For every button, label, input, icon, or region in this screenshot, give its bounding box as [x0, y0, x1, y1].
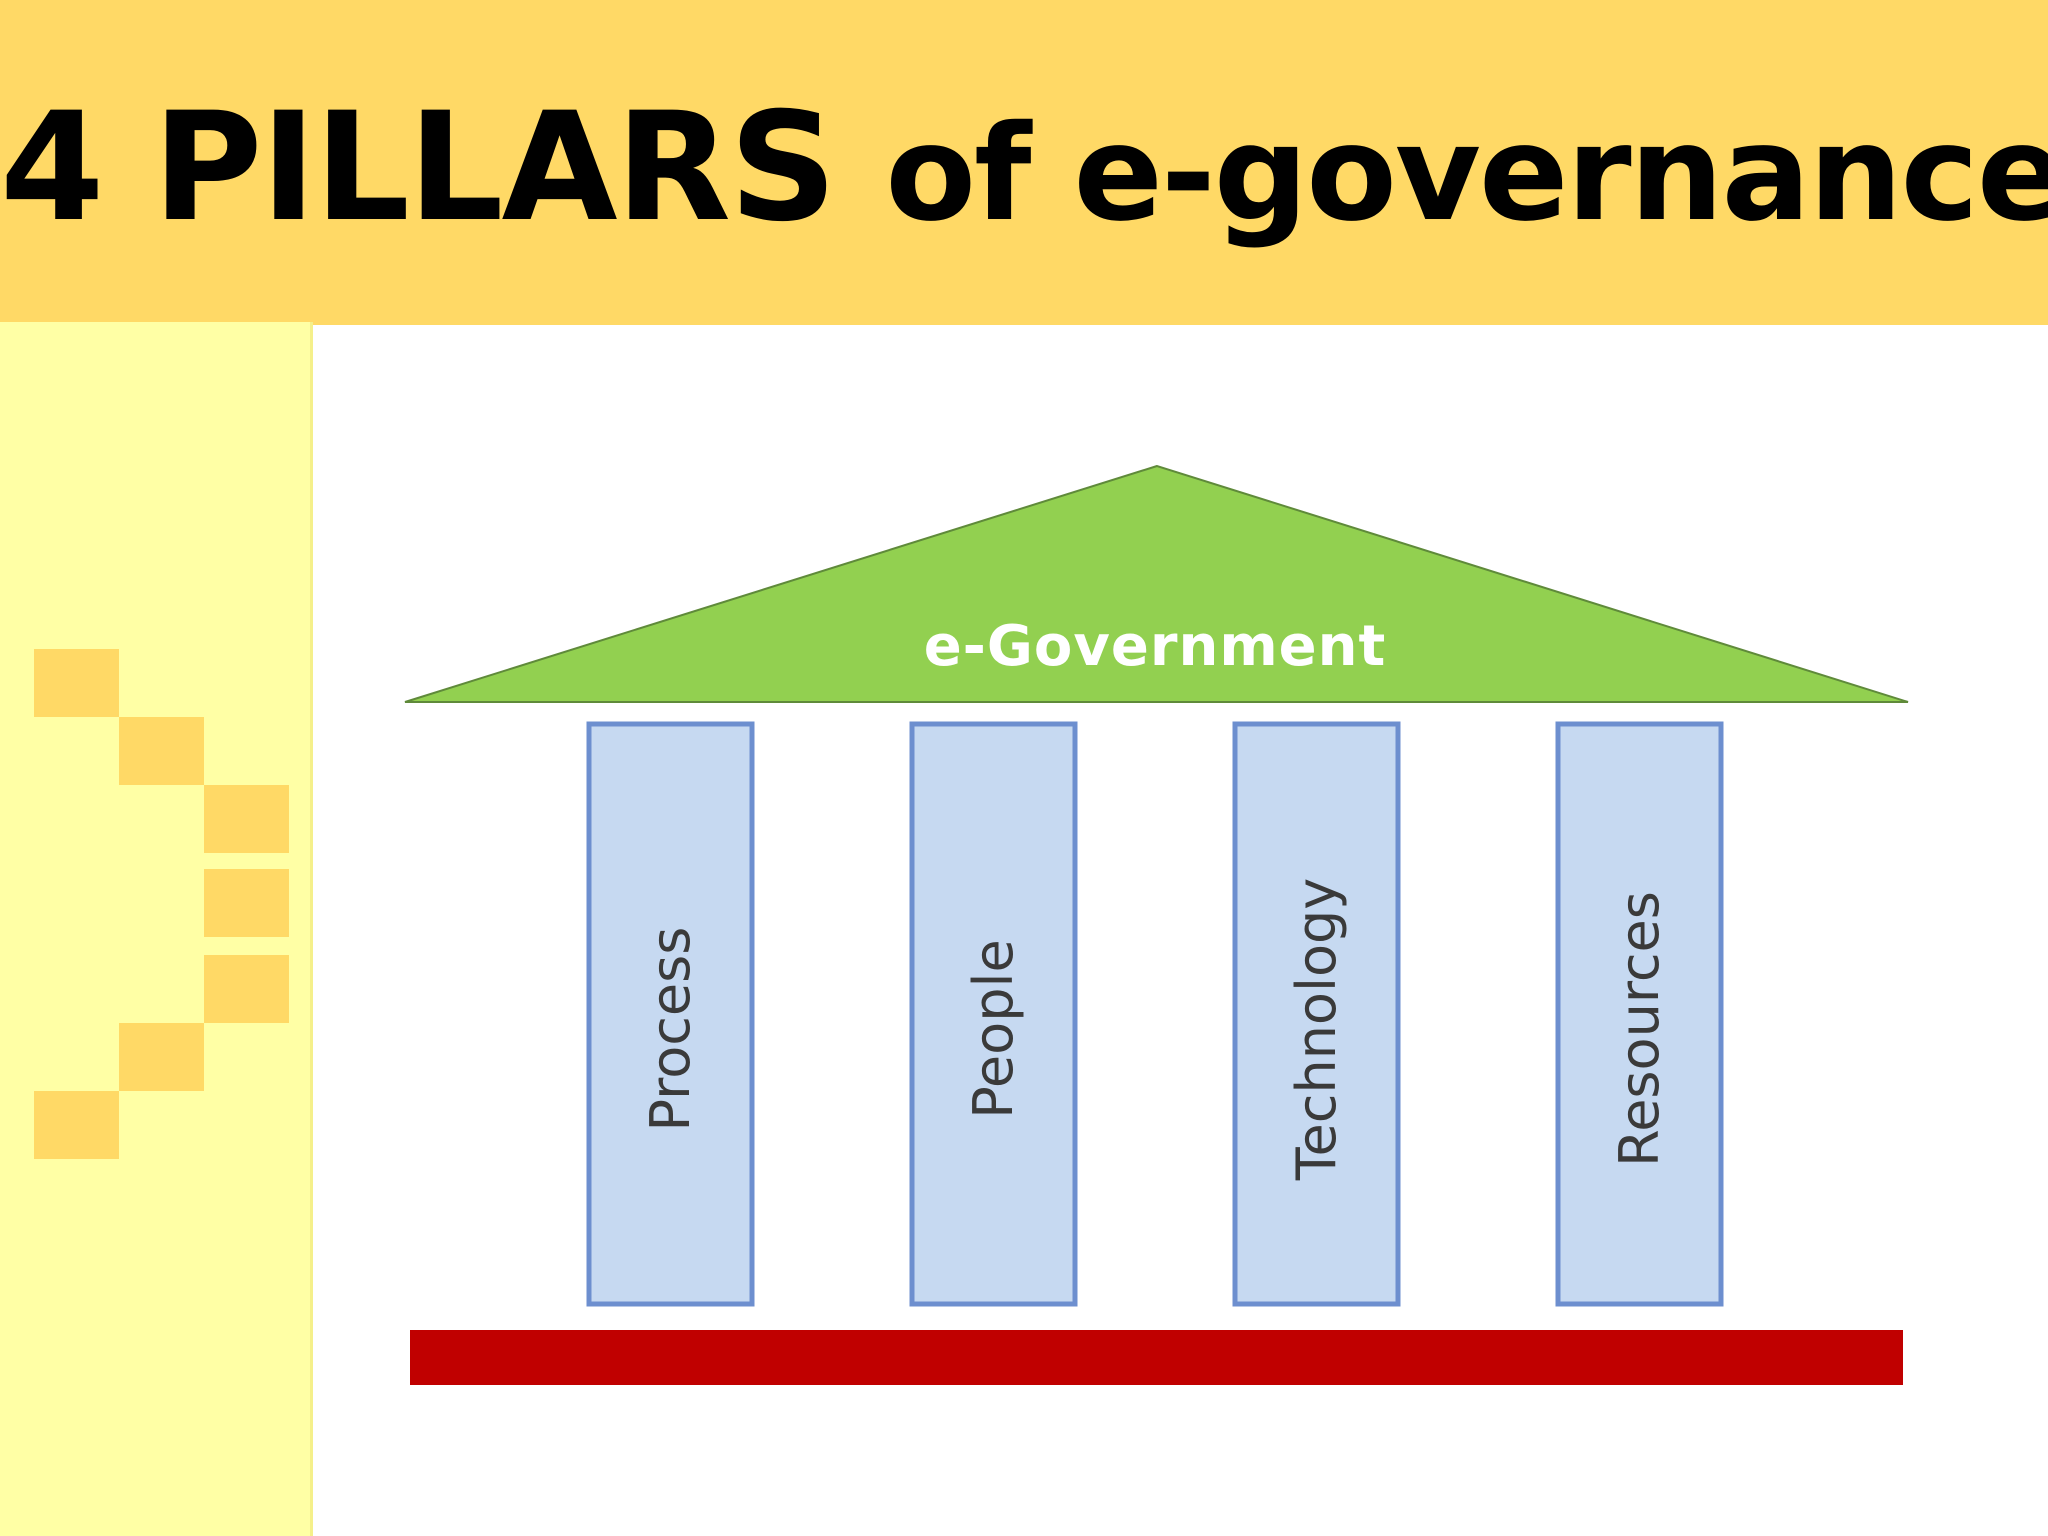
- deco-square: [204, 785, 289, 853]
- pillar-resources: [1555, 721, 1724, 1307]
- deco-square: [204, 869, 289, 937]
- deco-square: [204, 955, 289, 1023]
- foundation-bar: [410, 1330, 1903, 1385]
- deco-square: [34, 1091, 119, 1159]
- pillar-label-process: Process: [639, 927, 702, 1132]
- title-band: [0, 0, 2048, 325]
- pillar-people: [909, 721, 1078, 1307]
- deco-square: [34, 649, 119, 717]
- roof-triangle: [404, 464, 1909, 703]
- pillars-group: Process People Technology Resources: [586, 721, 1724, 1307]
- pillar-technology: [1232, 721, 1401, 1307]
- pillar-label-people: People: [962, 939, 1025, 1118]
- pillar-label-technology: Technology: [1285, 878, 1348, 1181]
- side-decoration-strip: [0, 322, 313, 1536]
- deco-square: [119, 717, 204, 785]
- pillar-label-resources: Resources: [1608, 891, 1671, 1167]
- title-main: 4 PILLARS: [0, 81, 837, 255]
- deco-square: [119, 1023, 204, 1091]
- title-rest: of e-governance: [885, 97, 2048, 251]
- slide-title: 4 PILLARS of e-governance: [0, 78, 2048, 264]
- roof-label: e-Government: [924, 614, 1387, 679]
- pillar-process: [586, 721, 755, 1307]
